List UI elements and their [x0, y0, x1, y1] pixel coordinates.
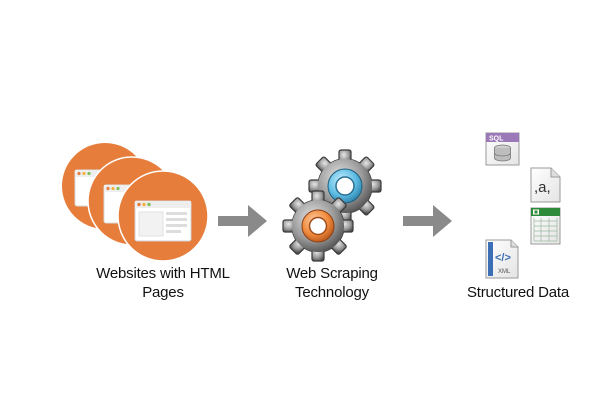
websites-label-line1: Websites with HTML	[96, 265, 230, 282]
website-circle-front	[117, 170, 209, 262]
structured-data-label: Structured Data	[466, 284, 570, 301]
scraping-label-line2: Technology	[295, 284, 369, 301]
scraping-label: Web Scraping Technology	[262, 264, 402, 302]
right-arrow-icon	[403, 205, 452, 237]
websites-label-line2: Pages	[142, 284, 184, 301]
csv-file-label: ,a,	[534, 179, 551, 196]
websites-stack-icon	[62, 143, 209, 262]
spreadsheet-file-icon	[530, 207, 561, 245]
right-arrow-icon	[218, 205, 267, 237]
orange-gear	[282, 190, 354, 262]
gears-icon	[282, 149, 382, 262]
xml-file-icon: </> XML	[485, 239, 519, 279]
sql-file-label: SQL	[489, 136, 504, 143]
websites-label: Websites with HTML Pages	[88, 264, 238, 302]
xml-tag-symbol: </>	[495, 252, 511, 264]
csv-file-icon: ,a,	[530, 167, 561, 203]
sql-database-file-icon: SQL	[485, 132, 520, 166]
scraping-label-line1: Web Scraping	[286, 265, 378, 282]
xml-file-label: XML	[498, 269, 511, 275]
browser-window-icon	[134, 200, 192, 242]
